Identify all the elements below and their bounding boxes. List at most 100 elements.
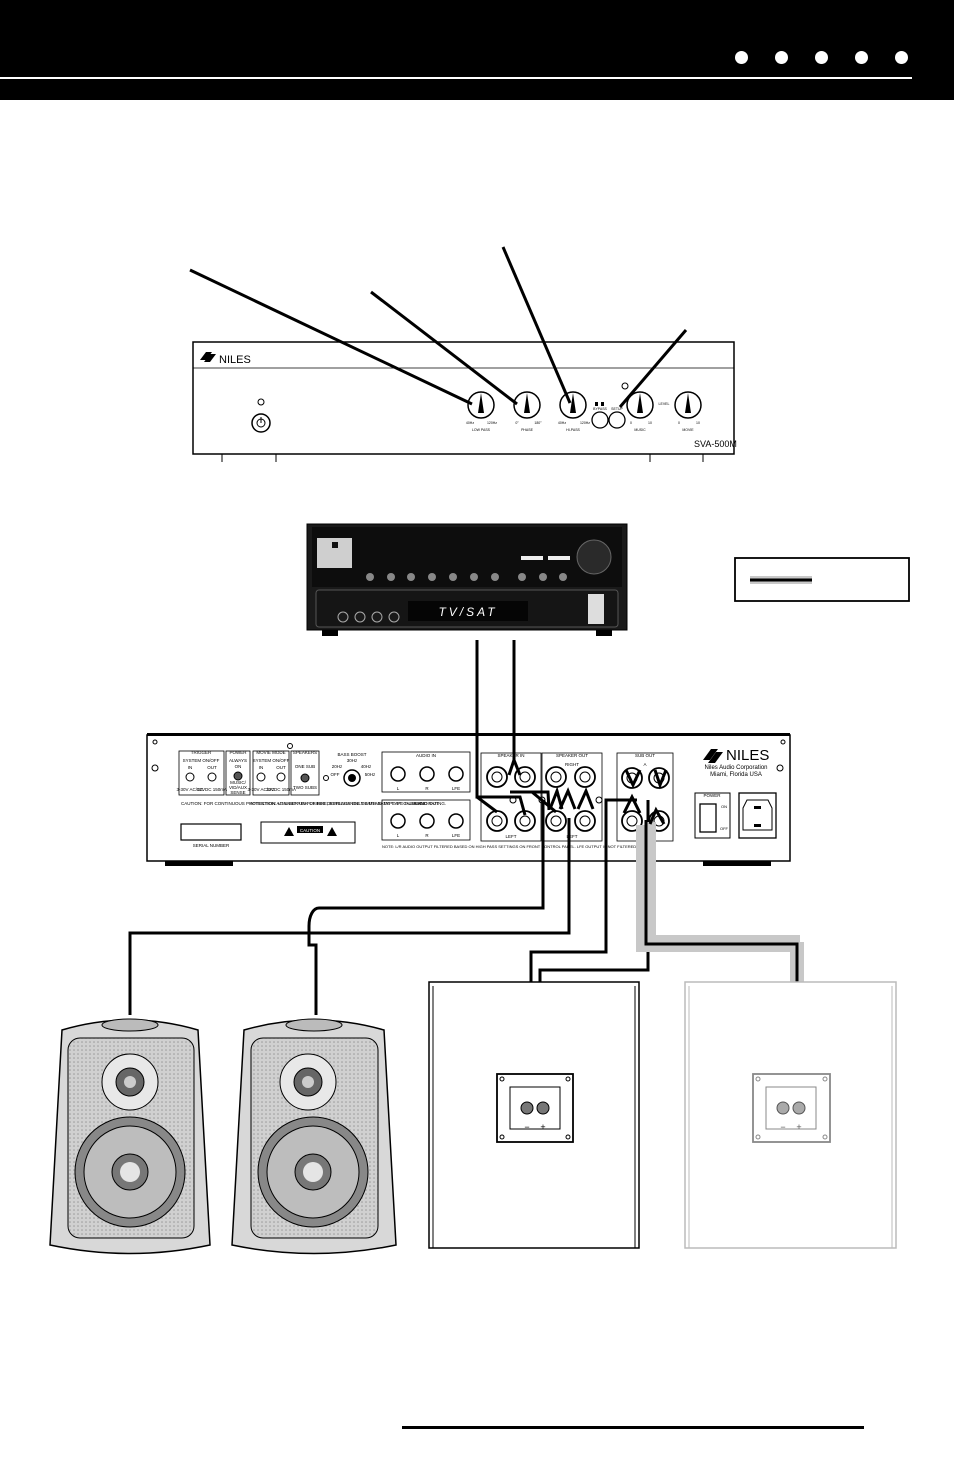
- setup-label: SETUP: [611, 407, 623, 411]
- front-power-button[interactable]: [251, 413, 271, 433]
- bass-boost-tick: 50Hz: [365, 772, 376, 777]
- power-mode-switch[interactable]: [233, 771, 243, 781]
- sub-a-binding-posts[interactable]: [520, 1101, 550, 1115]
- power-led: [257, 398, 265, 406]
- trigger-sub: SYSTEM ON/OFF: [183, 758, 220, 763]
- subwoofer-b: − +: [684, 981, 897, 1249]
- audio-out-jacks[interactable]: [390, 813, 464, 829]
- subwoofer-a: − +: [428, 981, 640, 1249]
- wire-legend: [734, 557, 910, 602]
- receiver-volume-knob[interactable]: [576, 539, 612, 575]
- callout-lines: [189, 246, 688, 408]
- knob-scale-left: 40Hz: [466, 421, 474, 425]
- sub-a-plus: +: [540, 1122, 545, 1132]
- knob-scale-left: 0: [678, 421, 680, 425]
- audio-in-label: L: [397, 786, 400, 791]
- trigger-in-jack[interactable]: [185, 772, 195, 782]
- power-title: POWER: [229, 750, 247, 755]
- bass-boost-tick: 20Hz: [332, 764, 343, 769]
- warning-triangle-icon: [284, 827, 294, 836]
- trigger-in-spec: 3-30V AC/DC: [176, 787, 204, 792]
- bypass-button[interactable]: [591, 411, 609, 429]
- header-dot: [775, 51, 788, 64]
- rear-power-switch[interactable]: [699, 803, 717, 833]
- audio-in-label: LFE: [452, 786, 460, 791]
- front-brand: NILES: [219, 354, 251, 366]
- header-dot: [855, 51, 868, 64]
- power-line: ALWAYS: [229, 758, 247, 763]
- level-label: LEVEL: [659, 402, 670, 406]
- audio-in-title: AUDIO IN: [416, 753, 436, 758]
- rear-panel: TRIGGER SYSTEM ON/OFF IN OUT 3-30V AC/DC…: [146, 733, 791, 866]
- speakers-sw-one: ONE SUB: [295, 764, 315, 769]
- header-bar: [0, 0, 954, 100]
- knob-music-level[interactable]: [626, 391, 654, 419]
- footer-rule: [402, 1426, 864, 1429]
- bypass-label: BYPASS: [593, 407, 607, 411]
- movie-mode-out-spec: 12VDC 150mA: [266, 787, 296, 792]
- trigger-out-jack[interactable]: [207, 772, 217, 782]
- knob-scale-right: 10: [696, 421, 700, 425]
- bookshelf-speaker-right: [231, 1018, 397, 1255]
- ac-inlet[interactable]: [738, 792, 777, 839]
- bypass-led: [601, 402, 604, 406]
- bass-boost-title: BASS BOOST: [337, 752, 366, 757]
- speaker-in-left-label: LEFT: [505, 834, 516, 839]
- bass-boost-knob[interactable]: [343, 769, 361, 787]
- movie-out-jack[interactable]: [276, 772, 286, 782]
- knob-scale-right: 120Hz: [580, 421, 590, 425]
- setup-led: [621, 382, 629, 390]
- knob-scale-right: 10: [648, 421, 652, 425]
- power-line: MUSIC/: [230, 780, 246, 785]
- movie-in-jack[interactable]: [256, 772, 266, 782]
- power-switch-off: OFF: [720, 826, 729, 831]
- sub-b-binding-posts[interactable]: [776, 1101, 806, 1115]
- speakers-sw-title: SPEAKERS: [293, 750, 317, 755]
- knob-scale-left: 0: [630, 421, 632, 425]
- audio-in-jacks[interactable]: [390, 766, 464, 782]
- trigger-out: OUT: [207, 765, 217, 770]
- trigger-title: TRIGGER: [191, 750, 212, 755]
- sub-out-title: SUB OUT: [635, 753, 655, 758]
- setup-button[interactable]: [608, 411, 626, 429]
- knob-scale-left: 40Hz: [558, 421, 566, 425]
- receiver-display: [408, 601, 528, 621]
- power-switch-on: ON: [721, 804, 727, 809]
- speaker-out-left-label: LEFT: [566, 834, 577, 839]
- speakers-switch[interactable]: [300, 773, 310, 783]
- speaker-in-title: SPEAKER IN: [497, 753, 524, 758]
- knob-scale-right: 180°: [534, 421, 542, 425]
- receiver-display-text: TV/SAT: [438, 605, 497, 619]
- audio-out-title: AUDIO OUT: [413, 801, 438, 806]
- rear-company: Niles Audio Corporation: [704, 765, 767, 771]
- front-panel: NILES: [192, 341, 737, 462]
- rear-niles-logo-icon: [703, 749, 723, 763]
- sub-b-minus: −: [780, 1122, 785, 1132]
- speaker-out-right-label: RIGHT: [565, 762, 579, 767]
- audio-out-label: LFE: [452, 833, 460, 838]
- bass-boost-tick: 30Hz: [347, 758, 358, 763]
- knob-hi-pass[interactable]: [559, 391, 587, 419]
- receiver-buttons[interactable]: [366, 573, 567, 581]
- sub-a-minus: −: [524, 1122, 529, 1132]
- knob-scale-left: 0°: [515, 421, 519, 425]
- header-dot: [735, 51, 748, 64]
- rear-location: Miami, Florida USA: [710, 772, 762, 778]
- movie-mode-in: IN: [259, 765, 264, 770]
- movie-mode-out: OUT: [276, 765, 286, 770]
- speakers-sw-two: TWO SUBS: [293, 785, 317, 790]
- knob-label-low-pass: LOW PASS: [472, 428, 491, 432]
- sub-out-a-label: A: [643, 762, 646, 767]
- receiver: TV/SAT: [306, 523, 628, 636]
- speaker-out-terminals[interactable]: [545, 766, 596, 832]
- knob-low-pass[interactable]: [467, 391, 495, 419]
- trigger-in: IN: [188, 765, 193, 770]
- knob-phase[interactable]: [513, 391, 541, 419]
- caution-text: CAUTION: FOR CONTINUOUS PROTECTION AGAIN…: [181, 801, 446, 806]
- knob-movie-level[interactable]: [674, 391, 702, 419]
- serial-number-plate: [180, 823, 242, 841]
- header-rule: [0, 77, 912, 79]
- audio-out-label: R: [425, 833, 429, 838]
- header-dot: [895, 51, 908, 64]
